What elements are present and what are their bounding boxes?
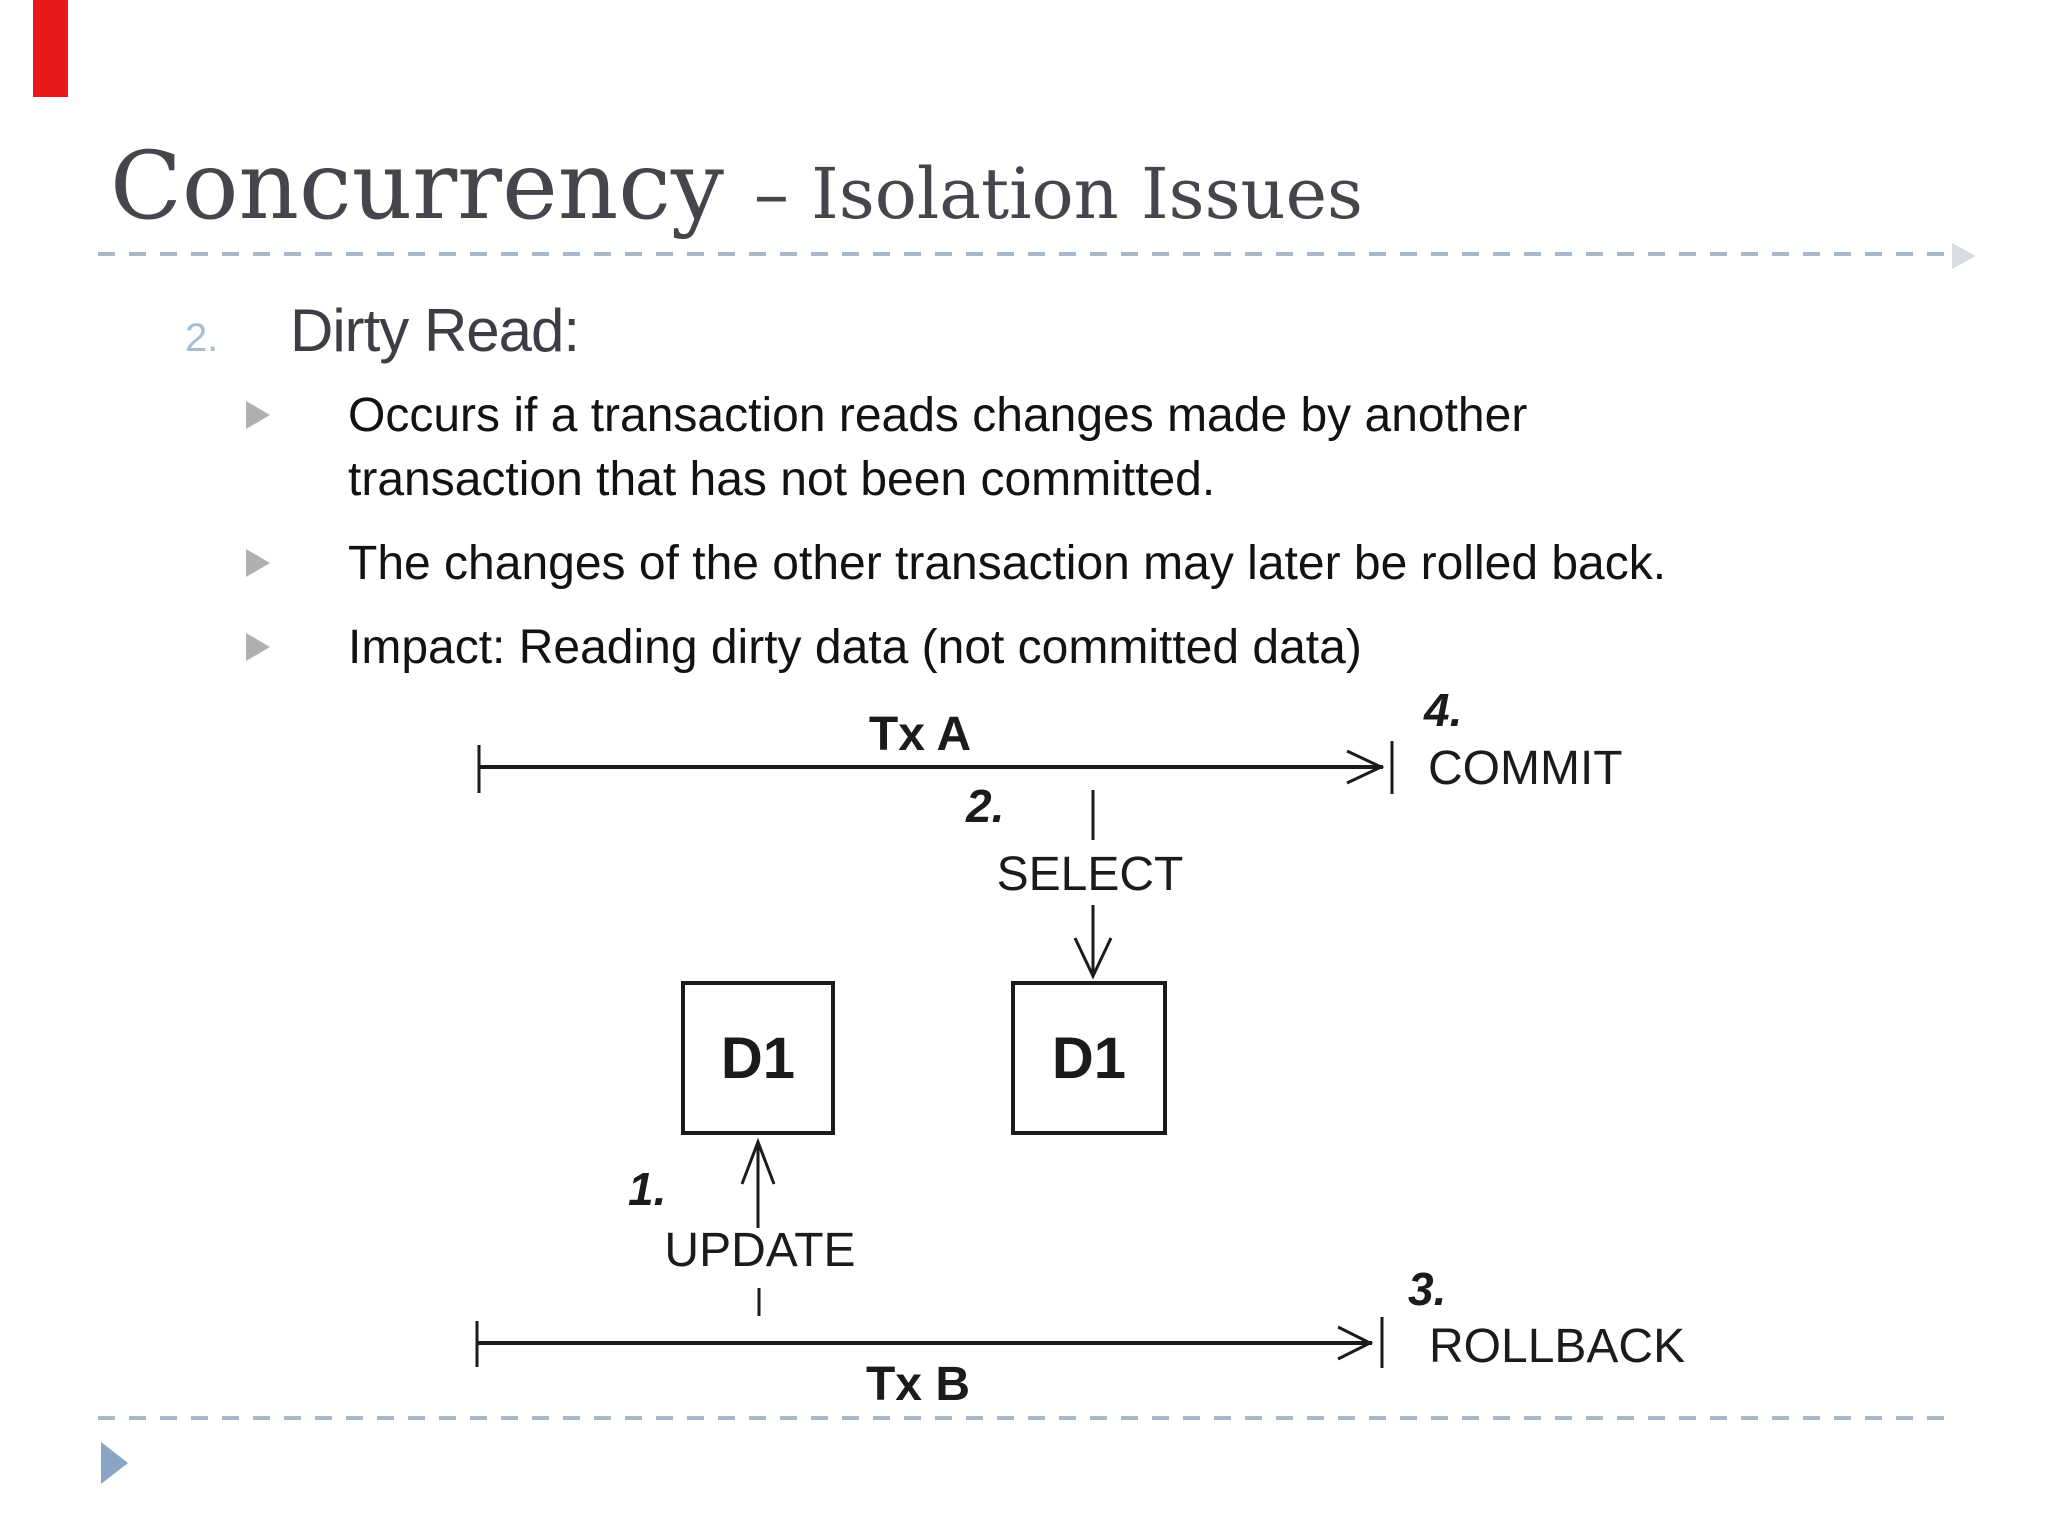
list-item: Impact: Reading dirty data (not committe… <box>246 616 1666 680</box>
tx-a-label: Tx A <box>869 708 971 761</box>
data-item-right-label: D1 <box>1052 1026 1126 1091</box>
step-3-label: 3. <box>1408 1263 1446 1315</box>
bullet-list: Occurs if a transaction reads changes ma… <box>246 384 1666 680</box>
data-item-box-left <box>681 981 835 1135</box>
list-number: 2. <box>185 316 219 360</box>
slide-corner-triangle-icon <box>101 1442 128 1484</box>
red-indicator-bar <box>33 0 68 97</box>
bullet-text-line: The changes of the other transaction may… <box>348 537 1667 590</box>
bullet-text: Impact: Reading dirty data (not committe… <box>348 616 1362 680</box>
step-4-label: 4. <box>1423 684 1462 736</box>
bullet-text-line: transaction that has not been committed. <box>348 453 1216 506</box>
title-subtitle: – Isolation Issues <box>753 153 1363 235</box>
tx-b-label: Tx B <box>866 1358 970 1411</box>
title-separator-line <box>98 252 1950 256</box>
rollback-label: ROLLBACK <box>1429 1320 1685 1373</box>
triangle-bullet-icon <box>246 549 270 577</box>
update-arrowhead-icon <box>740 1137 776 1185</box>
separator-end-triangle-icon <box>1952 243 1976 269</box>
step-1-label: 1. <box>628 1163 666 1215</box>
step-2-label: 2. <box>965 780 1004 832</box>
bullet-text: Occurs if a transaction reads changes ma… <box>348 384 1527 512</box>
tx-a-arrowhead-icon <box>1346 749 1385 785</box>
footer-separator-line <box>98 1416 1950 1420</box>
list-heading: Dirty Read: <box>290 297 580 364</box>
select-label: SELECT <box>997 848 1184 901</box>
data-item-box-right <box>1011 981 1167 1135</box>
page-title: Concurrency – Isolation Issues <box>110 140 1363 234</box>
list-heading-row: 2. Dirty Read: <box>185 296 580 365</box>
tx-b-arrowhead-icon <box>1337 1325 1374 1361</box>
triangle-bullet-icon <box>246 633 270 661</box>
list-item: The changes of the other transaction may… <box>246 532 1666 596</box>
data-item-left-label: D1 <box>721 1026 795 1091</box>
commit-label: COMMIT <box>1428 742 1623 795</box>
update-label: UPDATE <box>664 1224 855 1277</box>
triangle-bullet-icon <box>246 401 270 429</box>
bullet-text-line: Occurs if a transaction reads changes ma… <box>348 389 1528 442</box>
bullet-text: The changes of the other transaction may… <box>348 532 1666 596</box>
select-arrowhead-icon <box>1073 937 1113 980</box>
bullet-text-line: Impact: Reading dirty data (not committe… <box>348 621 1362 674</box>
title-main: Concurrency <box>110 132 754 241</box>
list-item: Occurs if a transaction reads changes ma… <box>246 384 1666 512</box>
